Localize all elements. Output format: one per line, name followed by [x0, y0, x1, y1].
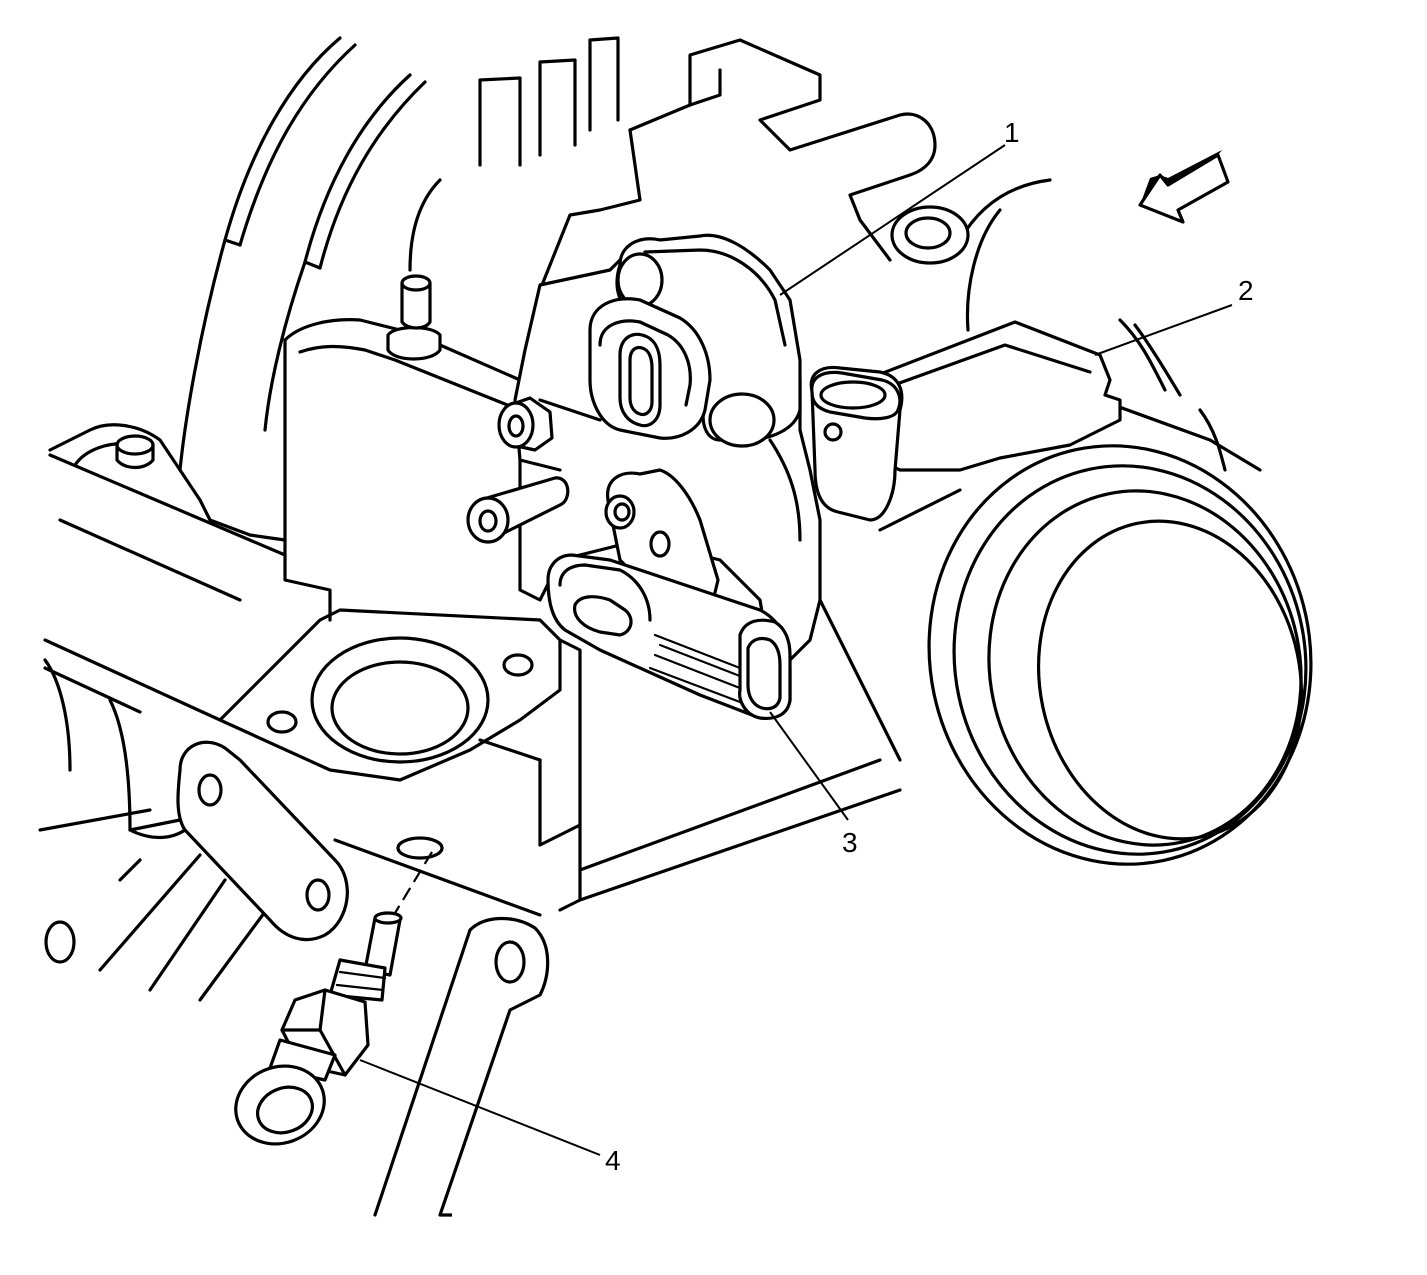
callout-2: 2	[1238, 275, 1254, 306]
component-2-housing	[863, 320, 1122, 472]
component-1-sensor	[588, 233, 802, 448]
throttle-body	[818, 178, 1313, 866]
callout-4: 4	[605, 1145, 621, 1176]
component-4-fitting	[234, 836, 444, 1146]
link-strap	[176, 740, 349, 942]
view-direction-arrow-icon	[1138, 150, 1230, 224]
upper-casting-ribs	[178, 36, 620, 472]
left-casting-body	[43, 274, 902, 912]
side-bolts	[466, 396, 634, 544]
leader-line-1	[779, 144, 1006, 296]
leader-line-3	[769, 711, 849, 821]
component-2-connector	[809, 365, 904, 522]
component-3-sensor	[546, 468, 792, 721]
callout-3: 3	[842, 827, 858, 858]
leader-line-2	[1094, 304, 1233, 356]
lower-bracket-arm	[333, 838, 550, 1217]
leader-line-4	[359, 1059, 601, 1156]
leader-lines	[359, 144, 1233, 1156]
callout-1: 1	[1004, 117, 1020, 148]
lower-left-casting	[38, 658, 272, 1002]
